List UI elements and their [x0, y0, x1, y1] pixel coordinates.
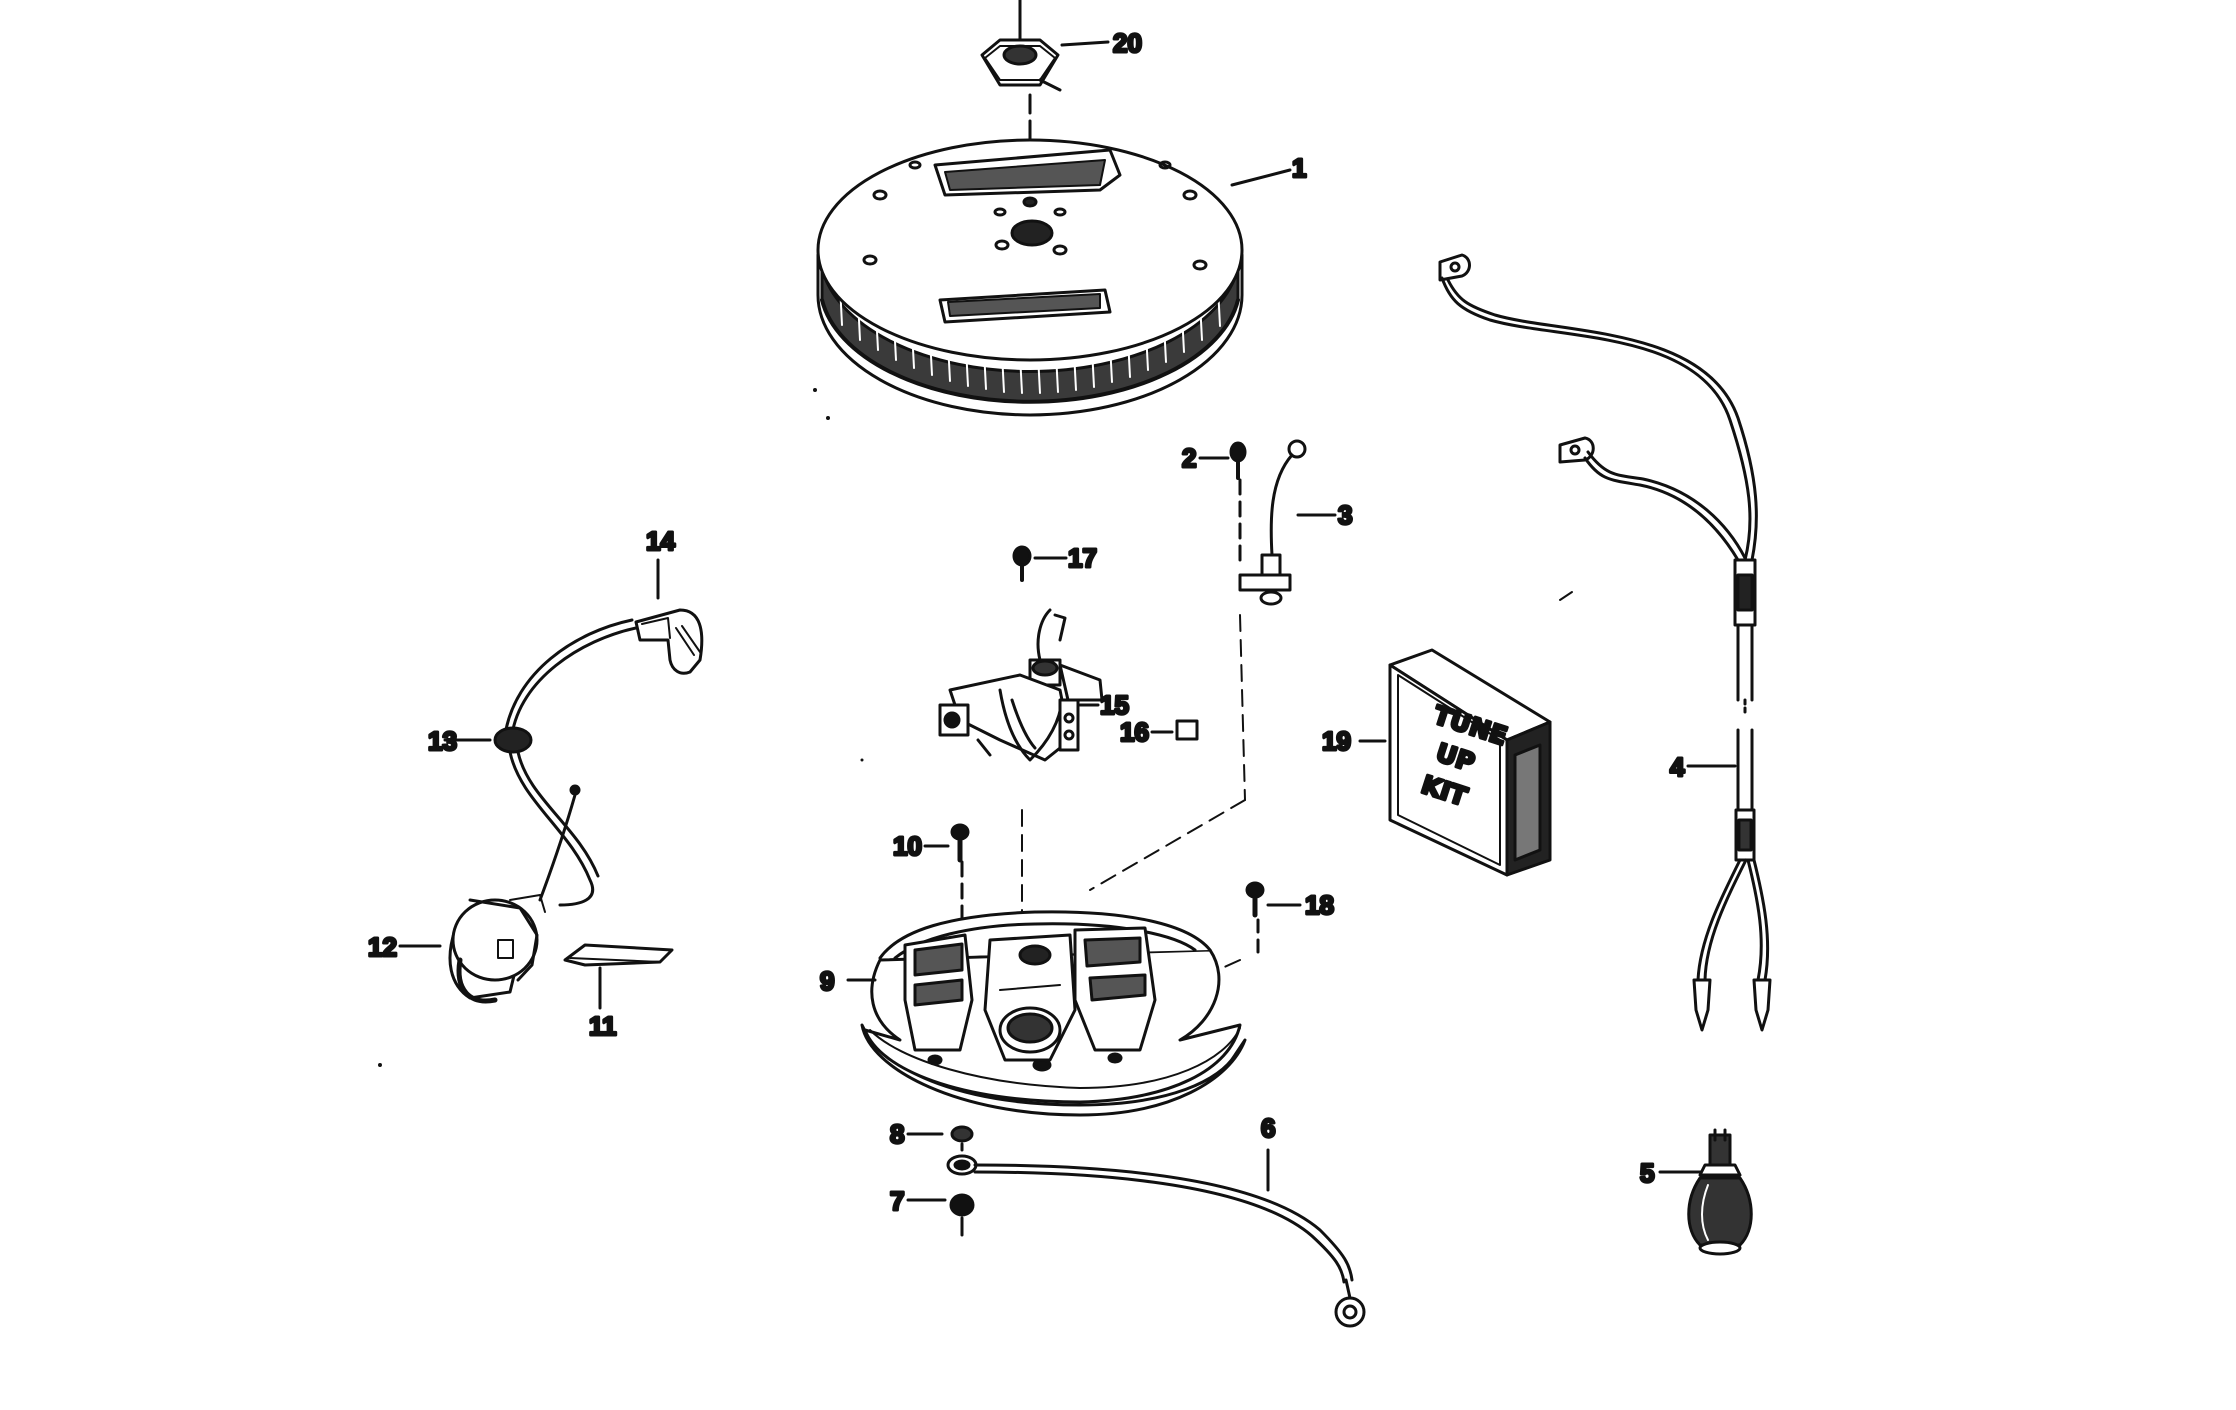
part-10-screw: 10	[892, 823, 970, 962]
callout-18: 18	[1305, 890, 1334, 920]
part-3-lead: 3	[1238, 439, 1354, 606]
part-15-breaker-points: 15	[938, 608, 1130, 762]
part-9-armature-plate: 9	[819, 910, 1247, 1117]
part-4-lead-harness: 4	[1438, 253, 1772, 1032]
part-2-screw: 2	[1181, 441, 1247, 562]
part-16-cam-wick: 16	[1119, 716, 1199, 749]
callout-4: 4	[1670, 752, 1685, 782]
part-18-screw: 18	[1245, 881, 1335, 962]
callout-11: 11	[589, 1011, 617, 1041]
part-8-washer: 8	[889, 1118, 974, 1162]
callout-16: 16	[1120, 717, 1149, 747]
part-17-screw: 17	[1012, 542, 1098, 582]
callout-10: 10	[893, 831, 922, 861]
callout-12: 12	[368, 932, 397, 962]
callout-2: 2	[1182, 443, 1196, 473]
callout-8: 8	[890, 1119, 904, 1149]
part-11-key: 11	[563, 943, 674, 1043]
callout-15: 15	[1100, 690, 1129, 720]
scan-specks	[378, 388, 864, 1067]
callout-19: 19	[1322, 726, 1351, 756]
part-14-spark-plug-boot: 14	[634, 525, 704, 675]
part-19-tune-up-kit: 19 TUNE UP KIT	[1321, 648, 1552, 877]
callout-5: 5	[1640, 1158, 1654, 1188]
callout-1: 1	[1292, 153, 1306, 183]
callout-3: 3	[1338, 500, 1352, 530]
part-12-ignition-coil: 12	[367, 894, 546, 1004]
callout-7: 7	[890, 1186, 904, 1216]
callout-9: 9	[820, 966, 834, 996]
part-1-flywheel: 1	[816, 93, 1308, 417]
part-6-ground-wire: 6	[946, 1112, 1366, 1328]
callout-13: 13	[428, 726, 457, 756]
callout-14: 14	[646, 526, 675, 556]
callout-20: 20	[1113, 28, 1142, 58]
part-20-nut: 20	[980, 0, 1143, 92]
part-13-lead-wire: 13	[427, 618, 638, 907]
callout-6: 6	[1261, 1113, 1275, 1143]
callout-17: 17	[1068, 543, 1097, 573]
part-5-fitting: 5	[1639, 1128, 1753, 1256]
part-7-nut: 7	[889, 1185, 975, 1237]
